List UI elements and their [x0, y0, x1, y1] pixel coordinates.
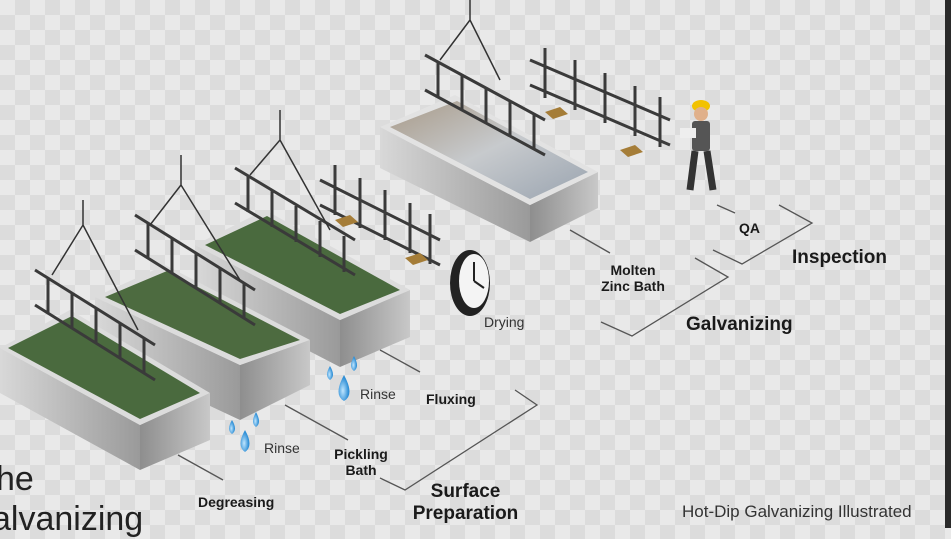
- degreasing-tank: [0, 310, 210, 470]
- label-qa: QA: [739, 220, 760, 236]
- label-drying: Drying: [484, 314, 525, 330]
- clock-icon: [450, 250, 490, 316]
- pickling-line-2: Bath: [345, 462, 377, 479]
- pickling-tank: [95, 265, 310, 420]
- label-degreasing: Degreasing: [198, 494, 275, 510]
- galvanizing-process-illustration: [0, 0, 814, 491]
- pickling-line-1: Pickling: [334, 446, 388, 462]
- label-fluxing: Fluxing: [426, 391, 476, 407]
- title-line-1: he: [0, 460, 34, 498]
- molten-line-1: Molten: [610, 262, 656, 278]
- rinse-drops: [229, 356, 357, 452]
- label-rinse-1: Rinse: [264, 440, 300, 456]
- label-rinse-2: Rinse: [360, 386, 396, 402]
- molten-line-2: Zinc Bath: [601, 278, 665, 295]
- label-brackets: [177, 204, 814, 491]
- zinc-bath-tank: [380, 95, 598, 242]
- crane-hooks: [51, 0, 501, 331]
- caption: Hot-Dip Galvanizing Illustrated: [682, 502, 912, 521]
- title-line-2: alvanizing: [0, 500, 144, 538]
- label-inspection: Inspection: [792, 247, 888, 268]
- inspector-worker-icon: [680, 100, 717, 191]
- label-galvanizing: Galvanizing: [686, 314, 793, 335]
- wooden-supports: [335, 107, 643, 265]
- surface-line-2: Preparation: [412, 502, 519, 524]
- window-edge: [945, 0, 951, 528]
- ladders: [34, 48, 671, 382]
- surface-line-1: Surface: [430, 481, 501, 502]
